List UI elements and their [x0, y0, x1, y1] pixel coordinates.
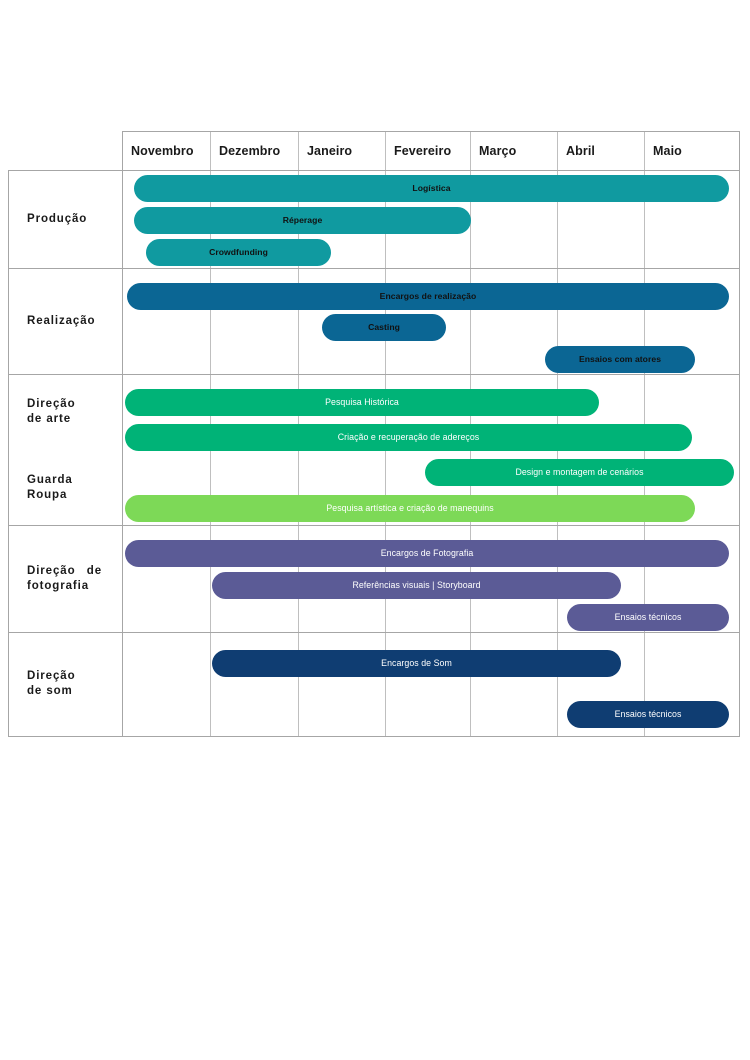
month-header-row: Novembro Dezembro Janeiro Fevereiro Març… [8, 131, 740, 737]
grid-hline-bottom-edge [8, 736, 740, 737]
header-cell-maio: Maio [644, 131, 739, 170]
grid-hline-header-bottom [8, 170, 740, 171]
grid-hline-header-top [122, 131, 740, 132]
row-label-direcao-de-arte-line-1: Direção [27, 398, 76, 410]
row-label-realizacao-line-1: Realização [27, 314, 96, 327]
header-cell-dezembro: Dezembro [210, 131, 298, 170]
header-label-marco: Março [479, 143, 517, 158]
row-label-direcao-de-fotografia-line-2: fotografia [27, 579, 90, 592]
row-label-direcao-de-fotografia-line-1: Direção de [27, 564, 102, 577]
header-label-fevereiro: Fevereiro [394, 143, 452, 158]
header-label-novembro: Novembro [131, 143, 194, 158]
header-label-maio: Maio [653, 143, 682, 158]
row-labels-layer: Produção Realização Direção de arte Guar… [8, 131, 740, 737]
row-label-producao-line-1: Produção [27, 212, 88, 225]
row-label-direcao-de-arte-line-2: de arte [27, 413, 72, 425]
grid-hline-producao-bottom [8, 268, 740, 269]
header-cell-novembro: Novembro [122, 131, 210, 170]
grid-hline-realizacao-bottom [8, 374, 740, 375]
header-label-dezembro: Dezembro [219, 143, 281, 158]
gantt-chart: Novembro Dezembro Janeiro Fevereiro Març… [8, 131, 740, 737]
row-label-guarda-roupa: Guarda Roupa [8, 450, 122, 525]
row-label-producao: Produção [8, 170, 122, 268]
header-cell-marco: Março [470, 131, 557, 170]
row-label-guarda-roupa-line-2: Roupa [27, 488, 68, 501]
row-label-direcao-de-som-line-2: de som [27, 685, 73, 697]
header-cell-fevereiro: Fevereiro [385, 131, 470, 170]
header-cell-janeiro: Janeiro [298, 131, 385, 170]
row-label-direcao-de-fotografia: Direção de fotografia [8, 525, 122, 632]
row-label-direcao-de-som: Direção de som [8, 632, 122, 736]
grid-hline-fotografia-bottom [8, 632, 740, 633]
row-label-direcao-de-arte: Direção de arte [8, 374, 122, 450]
row-label-realizacao: Realização [8, 268, 122, 374]
grid-vline-left-edge [8, 170, 9, 737]
row-label-guarda-roupa-line-1: Guarda [27, 473, 73, 486]
grid-vline-right-edge [739, 131, 740, 737]
row-label-direcao-de-som-line-1: Direção [27, 670, 76, 682]
header-label-janeiro: Janeiro [307, 143, 353, 158]
header-label-abril: Abril [566, 143, 595, 158]
header-cell-abril: Abril [557, 131, 644, 170]
grid-vline-label-col [122, 131, 123, 737]
grid-hline-arte-bottom [8, 525, 740, 526]
